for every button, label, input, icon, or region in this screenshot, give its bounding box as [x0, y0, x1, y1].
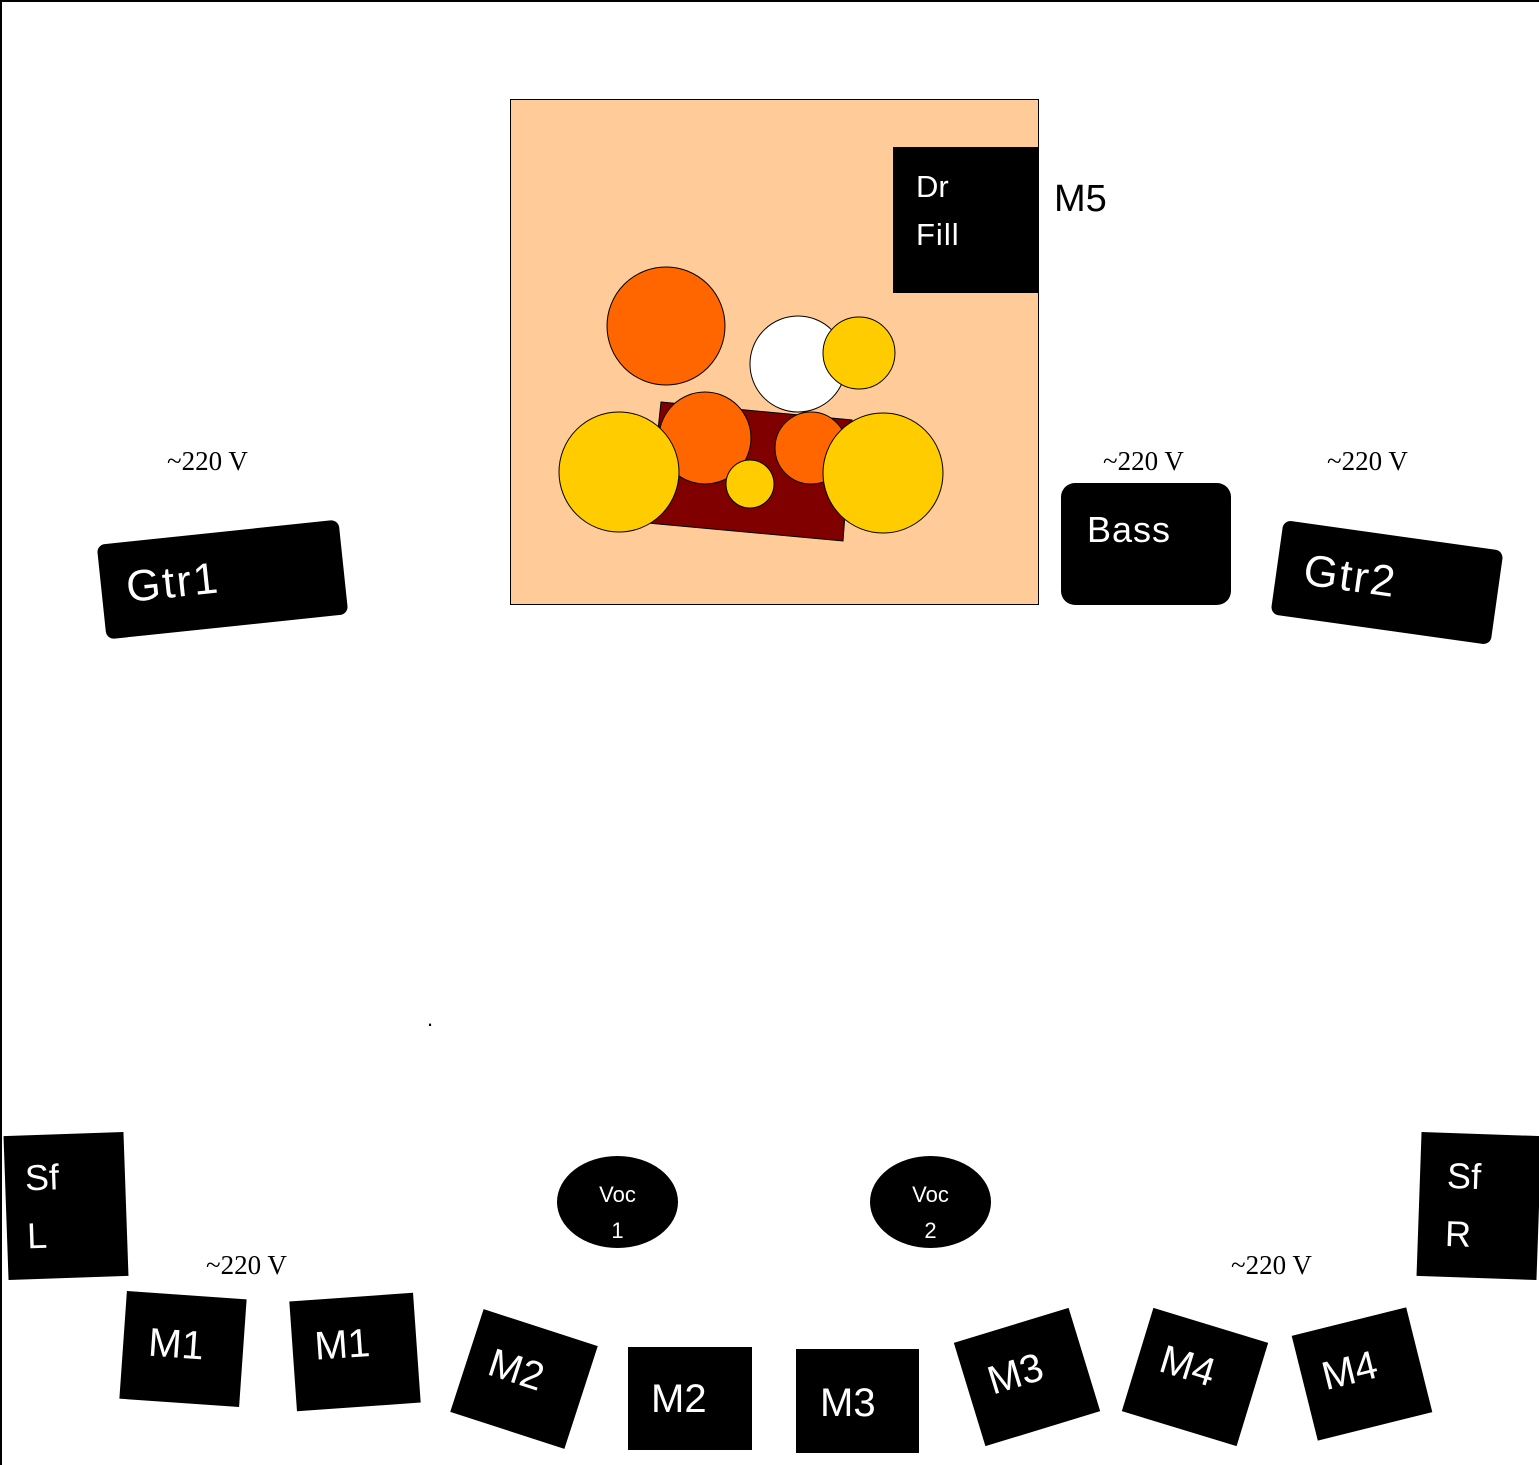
vocal-mic-2-line2: 2: [924, 1218, 937, 1243]
power-label-gtr1: ~220 V: [167, 446, 248, 476]
wedge-m2-b-label: M2: [651, 1377, 707, 1421]
wedge-m2-a-label: M2: [482, 1340, 550, 1400]
sidefill-right-line1: Sf: [1446, 1154, 1482, 1198]
wedge-m3-a-label: M3: [820, 1381, 876, 1425]
wedge-m1-a: M1: [119, 1290, 247, 1408]
wedge-m1-a-label: M1: [146, 1320, 206, 1369]
vocal-mic-2-line1: Voc: [912, 1182, 949, 1207]
sidefill-left: Sf L: [3, 1131, 129, 1281]
bass-amp-label: Bass: [1087, 509, 1172, 550]
guitar-amp-1-label: Gtr1: [123, 553, 222, 612]
sidefill-left-line1: Sf: [24, 1156, 60, 1199]
hihat-cymbal: [822, 316, 896, 390]
wedge-m1-b: M1: [289, 1292, 421, 1412]
bass-amp: Bass: [1061, 483, 1231, 605]
drum-fill-label-line1: Dr: [916, 169, 949, 204]
power-label-front-left: ~220 V: [206, 1250, 287, 1280]
sidefill-right-line2: R: [1444, 1212, 1472, 1255]
power-label-gtr2: ~220 V: [1327, 446, 1408, 476]
wedge-m3-a: M3: [796, 1349, 919, 1453]
splash-cymbal: [725, 459, 775, 509]
vocal-mic-1-line1: Voc: [599, 1182, 636, 1207]
wedge-m4-a-label: M4: [1154, 1337, 1221, 1396]
drum-fill-label-line2: Fill: [916, 217, 960, 252]
guitar-amp-2-label: Gtr2: [1300, 545, 1401, 608]
crash-cymbal-right: [822, 412, 944, 534]
wedge-m4-b-label: M4: [1317, 1342, 1382, 1399]
sidefill-left-line2: L: [26, 1214, 48, 1257]
drum-riser: [510, 99, 1039, 605]
drum-fill-monitor: Dr Fill: [893, 147, 1039, 293]
drum-kit: [558, 266, 944, 542]
power-label-front-right: ~220 V: [1231, 1250, 1312, 1280]
power-label-bass: ~220 V: [1103, 446, 1184, 476]
wedge-m2-b: M2: [628, 1347, 752, 1450]
stray-dot: .: [427, 1006, 434, 1031]
floor-tom: [606, 266, 726, 386]
sidefill-right: Sf R: [1416, 1131, 1539, 1281]
vocal-mic-1: Voc 1: [557, 1156, 678, 1248]
wedge-m3-b-label: M3: [982, 1345, 1049, 1404]
crash-cymbal-left: [558, 411, 680, 533]
drum-fill-mix-label: M5: [1054, 178, 1107, 220]
vocal-mic-2: Voc 2: [870, 1156, 991, 1248]
vocal-mic-1-line2: 1: [611, 1218, 624, 1243]
wedge-m1-b-label: M1: [313, 1320, 372, 1369]
